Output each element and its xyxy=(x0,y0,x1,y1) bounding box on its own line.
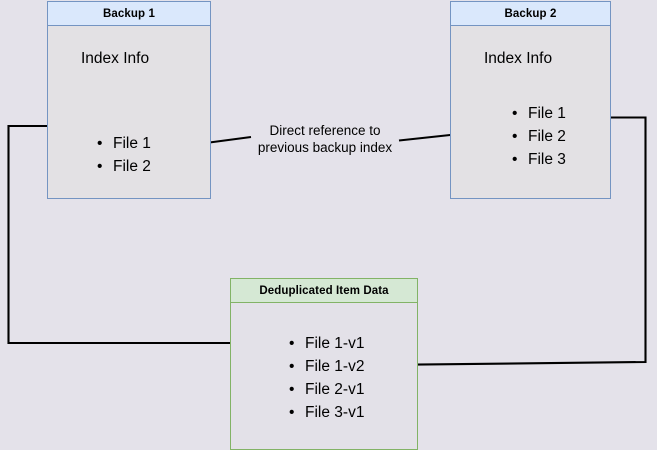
edge-label-line-2: previous backup index xyxy=(257,140,393,155)
list-item: File 2-v1 xyxy=(289,378,364,401)
edge-label-line-1: Direct reference to xyxy=(269,123,381,138)
node-backup2-title: Backup 2 xyxy=(504,7,557,20)
node-backup1[interactable]: Backup 1 Index Info File 1 File 2 xyxy=(47,1,211,199)
node-backup1-title: Backup 1 xyxy=(103,7,155,20)
list-item: File 1-v1 xyxy=(289,332,364,355)
node-dedup-header: Deduplicated Item Data xyxy=(231,279,417,303)
list-item: File 3 xyxy=(512,148,566,171)
node-deduplicated-item-data[interactable]: Deduplicated Item Data File 1-v1 File 1-… xyxy=(230,278,418,450)
node-backup2-body: Index Info File 1 File 2 File 3 xyxy=(451,26,610,198)
list-item: File 2 xyxy=(97,155,151,178)
node-backup1-body: Index Info File 1 File 2 xyxy=(48,26,210,198)
list-item: File 1 xyxy=(97,132,151,155)
node-backup1-index-label: Index Info xyxy=(81,50,150,67)
edge-label-direct-reference: Direct reference to previous backup inde… xyxy=(249,122,401,156)
list-item: File 1-v2 xyxy=(289,355,364,378)
node-dedup-file-list: File 1-v1 File 1-v2 File 2-v1 File 3-v1 xyxy=(271,332,364,424)
node-backup1-file-list: File 1 File 2 xyxy=(79,132,151,178)
node-backup1-header: Backup 1 xyxy=(48,2,210,26)
list-item: File 1 xyxy=(512,102,566,125)
node-dedup-title: Deduplicated Item Data xyxy=(259,284,389,297)
node-backup2-index-label: Index Info xyxy=(484,50,553,67)
node-backup2[interactable]: Backup 2 Index Info File 1 File 2 File 3 xyxy=(450,1,611,199)
list-item: File 3-v1 xyxy=(289,401,364,424)
node-backup2-header: Backup 2 xyxy=(451,2,610,26)
list-item: File 2 xyxy=(512,125,566,148)
node-dedup-body: File 1-v1 File 1-v2 File 2-v1 File 3-v1 xyxy=(231,303,417,449)
node-backup2-file-list: File 1 File 2 File 3 xyxy=(494,102,566,171)
